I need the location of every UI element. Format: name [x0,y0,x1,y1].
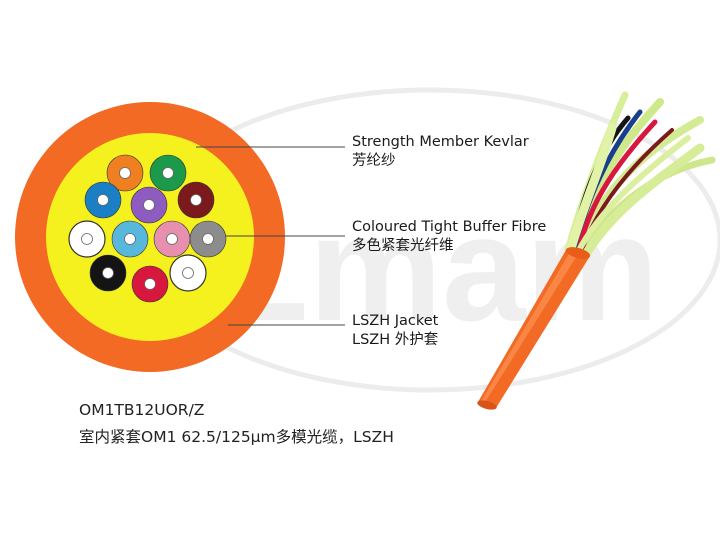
fibre-core-12 [182,267,194,279]
label-jacket: LSZH Jacket LSZH 外护套 [352,312,438,350]
product-description: 室内紧套OM1 62.5/125μm多模光缆，LSZH [79,428,394,446]
label-tight-buffer-zh: 多色紧套光纤维 [352,238,454,254]
fibre-core-4 [143,199,155,211]
leader-lines [196,146,345,326]
fibre-core-5 [190,194,202,206]
fibre-core-9 [202,233,214,245]
fibre-core-3 [97,194,109,206]
fibre-core-8 [166,233,178,245]
label-strength-member-en: Strength Member Kevlar [352,134,529,150]
product-code: OM1TB12UOR/Z [79,401,205,419]
label-strength-member: Strength Member Kevlar 芳纶纱 [352,133,529,171]
fibre-core-11 [144,278,156,290]
label-tight-buffer: Coloured Tight Buffer Fibre 多色紧套光纤维 [352,218,546,256]
fibre-core-1 [119,167,131,179]
fibre-core-10 [102,267,114,279]
cable-side-view [477,91,716,410]
fibre-core-2 [162,167,174,179]
label-jacket-en: LSZH Jacket [352,313,439,329]
fibre-core-6 [81,233,93,245]
label-strength-member-zh: 芳纶纱 [352,153,396,169]
label-jacket-zh: LSZH 外护套 [352,332,439,348]
tight-buffer-fibres [68,154,227,303]
label-tight-buffer-en: Coloured Tight Buffer Fibre [352,219,547,235]
fibre-core-7 [124,233,136,245]
cable-cross-section [15,102,285,372]
